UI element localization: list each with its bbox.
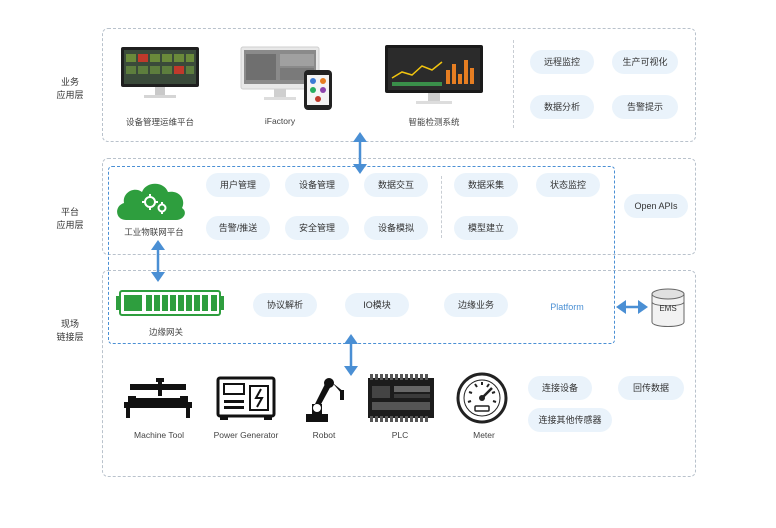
pill-connect-devices[interactable]: 连接设备 — [528, 376, 592, 400]
platform-label: Platform — [550, 302, 584, 312]
edge-gateway-icon — [116, 290, 224, 316]
pill-open-apis[interactable]: Open APIs — [624, 194, 688, 218]
layer-label-field-line2: 链接层 — [56, 332, 84, 342]
monitor-analytics-icon — [384, 44, 484, 108]
pill-device-management[interactable]: 设备管理 — [285, 173, 349, 197]
field-layer-box — [102, 270, 696, 477]
monitor-dashboard-icon — [120, 46, 200, 102]
layer-label-business-line2: 应用层 — [56, 90, 84, 100]
pill-model-building[interactable]: 模型建立 — [454, 216, 518, 240]
robot-arm-icon — [302, 374, 346, 422]
pill-return-data[interactable]: 回传数据 — [618, 376, 684, 400]
layer-label-business: 业务 应用层 — [40, 76, 100, 102]
meter-icon — [456, 372, 508, 424]
edge-gateway-caption: 边缘网关 — [148, 327, 183, 337]
pill-alarm-alert[interactable]: 告警提示 — [612, 95, 678, 119]
ems-label: EMS — [659, 304, 677, 313]
machine-tool-icon — [122, 378, 194, 418]
business-separator — [513, 40, 514, 128]
layer-label-business-line1: 业务 — [60, 77, 79, 87]
arrow-cloud-gateway — [151, 240, 165, 282]
pill-user-management[interactable]: 用户管理 — [206, 173, 270, 197]
device-caption-plc: PLC — [391, 430, 409, 440]
layer-label-platform-line1: 平台 — [60, 207, 79, 217]
platform-separator — [441, 176, 442, 238]
device-caption-robot: Robot — [312, 430, 336, 440]
power-generator-icon — [216, 376, 276, 420]
pill-security-management[interactable]: 安全管理 — [285, 216, 349, 240]
pill-protocol-parsing[interactable]: 协议解析 — [253, 293, 317, 317]
ems-database-icon — [650, 288, 686, 328]
pill-device-simulation[interactable]: 设备模拟 — [364, 216, 428, 240]
pill-production-visualization[interactable]: 生产可视化 — [612, 50, 678, 74]
device-caption-machine-tool: Machine Tool — [134, 430, 184, 440]
plc-icon — [366, 372, 436, 424]
pill-alarm-push[interactable]: 告警/推送 — [206, 216, 270, 240]
device-caption-meter: Meter — [473, 430, 495, 440]
pill-edge-business[interactable]: 边缘业务 — [444, 293, 508, 317]
arrow-edge-devices — [344, 334, 358, 376]
arrow-platform-ems — [616, 300, 648, 314]
layer-label-platform-line2: 应用层 — [56, 220, 84, 230]
layer-label-field: 现场 链接层 — [40, 318, 100, 344]
device-caption-power-generator: Power Generator — [213, 430, 279, 440]
layer-label-field-line1: 现场 — [60, 319, 79, 329]
business-layer-box — [102, 28, 696, 142]
app-caption-smart-inspection: 智能检测系统 — [408, 117, 460, 127]
pill-connect-other-sensors[interactable]: 连接其他传感器 — [528, 408, 612, 432]
pill-data-collection[interactable]: 数据采集 — [454, 173, 518, 197]
arrow-business-platform — [353, 132, 367, 174]
desktop-phone-icon — [240, 46, 340, 110]
pill-data-analysis[interactable]: 数据分析 — [530, 95, 594, 119]
pill-data-exchange[interactable]: 数据交互 — [364, 173, 428, 197]
pill-io-module[interactable]: IO模块 — [345, 293, 409, 317]
pill-remote-monitoring[interactable]: 远程监控 — [530, 50, 594, 74]
iot-platform-caption: 工业物联网平台 — [124, 227, 184, 237]
cloud-gears-icon — [112, 176, 188, 222]
app-caption-ifactory: iFactory — [264, 116, 296, 126]
layer-label-platform: 平台 应用层 — [40, 206, 100, 232]
app-caption-device-ops: 设备管理运维平台 — [125, 117, 194, 127]
platform-layer-box — [102, 158, 696, 255]
pill-status-monitoring[interactable]: 状态监控 — [536, 173, 600, 197]
